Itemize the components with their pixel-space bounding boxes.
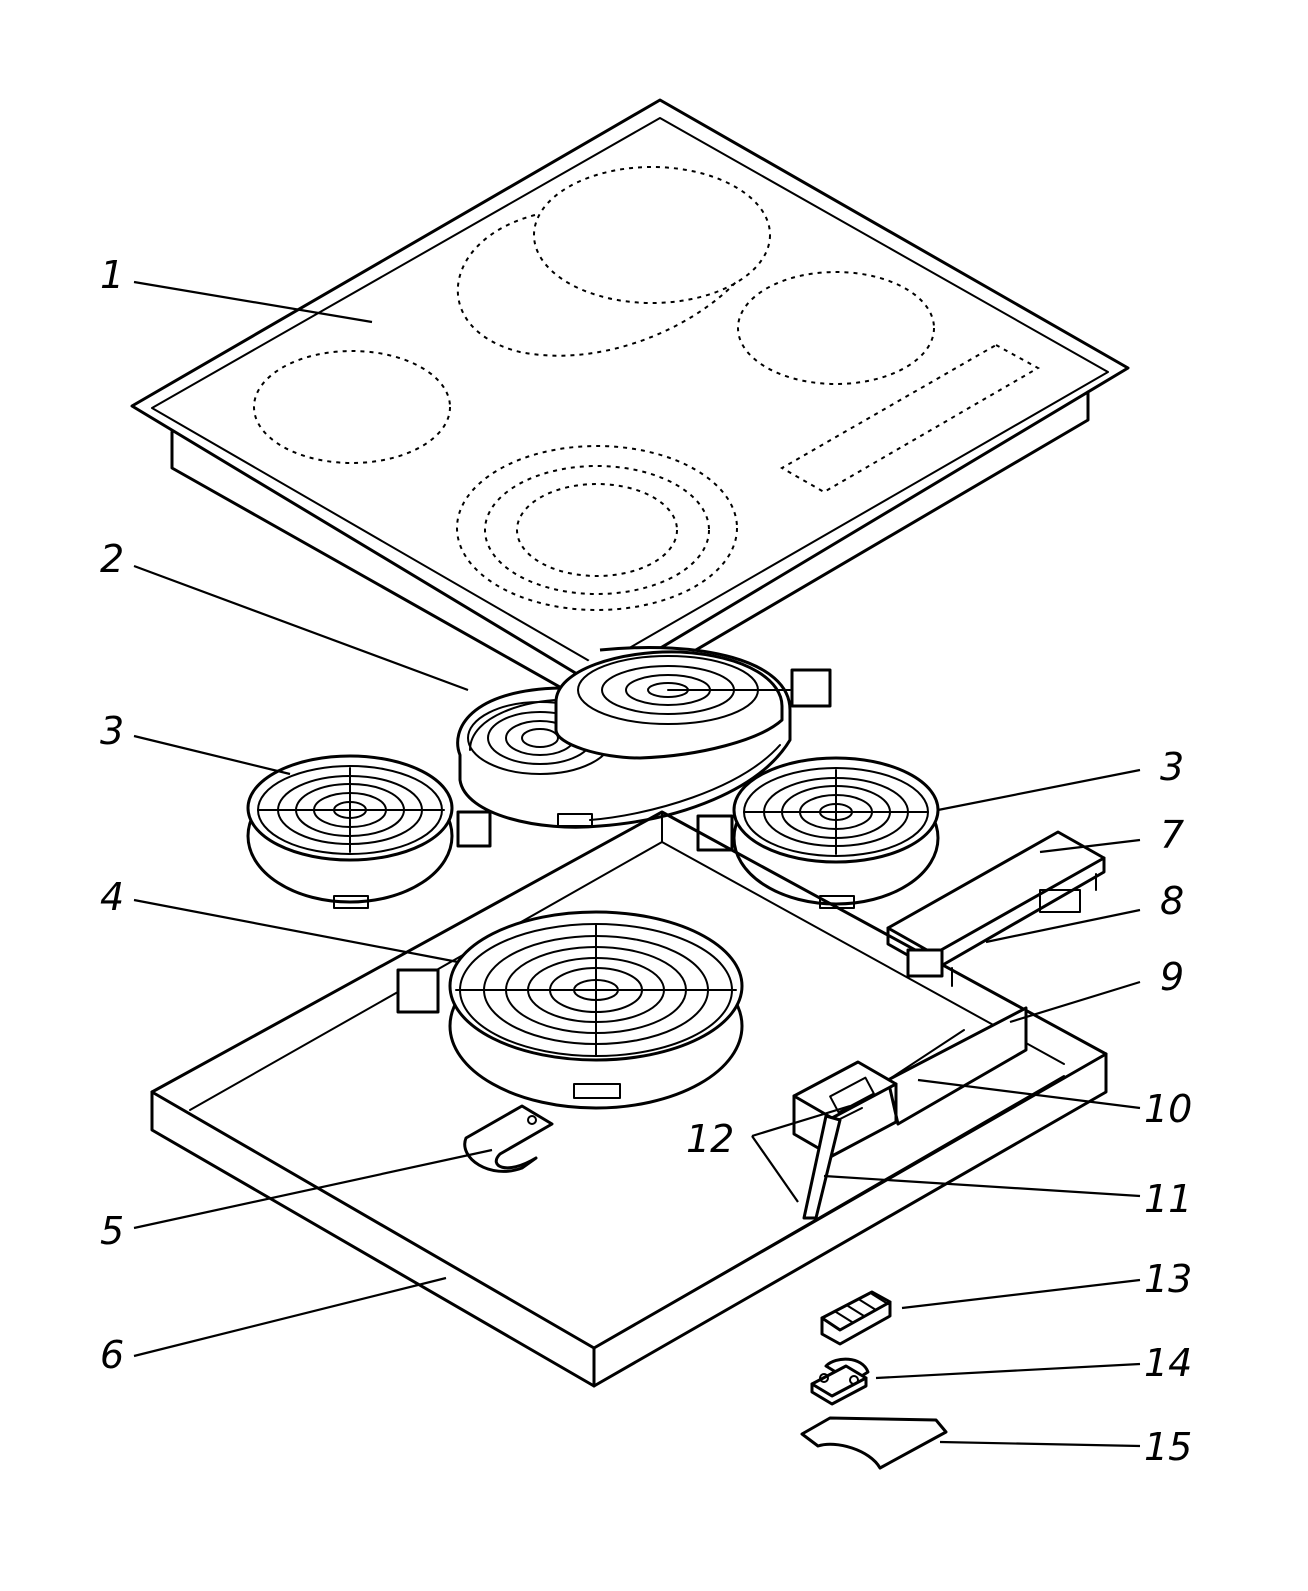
gasket [800,1416,948,1470]
leader-lines [133,280,1141,1448]
label-12: 12 [686,1117,734,1161]
cable-duct-assembly [792,1006,1028,1220]
dual-oval-heating-element [456,646,832,829]
label-14: 14 [1144,1341,1192,1385]
label-2: 2 [100,537,124,581]
label-15: 15 [1144,1425,1192,1469]
label-7: 7 [1160,813,1184,857]
label-11: 11 [1144,1177,1192,1221]
control-area-marking [779,343,1041,494]
control-module [886,830,1106,987]
label-9: 9 [1160,955,1184,999]
label-4: 4 [100,875,124,919]
clip-hole [527,1115,537,1125]
label-1: 1 [100,253,124,297]
zone-marking-front-inner [516,483,678,577]
terminal-block [573,1083,621,1099]
control-component [1039,889,1081,913]
clip [463,1104,554,1173]
large-heating-element [396,910,744,1110]
label-10: 10 [1144,1087,1192,1131]
label-3-left: 3 [100,709,124,753]
terminal-block [557,813,593,827]
connector-block [790,668,832,708]
zone-marking-dual [456,214,737,357]
control-connector [906,948,944,978]
glass-top-plate [130,98,1130,710]
label-6: 6 [100,1333,124,1377]
label-13: 13 [1144,1257,1192,1301]
label-3-right: 3 [1160,745,1184,789]
part-labels: 1 2 3 3 4 7 8 9 10 11 12 5 6 13 14 15 [100,253,1192,1469]
zone-marking-left [253,350,451,464]
terminal-block [333,895,369,909]
label-5: 5 [100,1209,124,1253]
connector-block [456,810,492,848]
zone-marking-front-outer [456,445,738,611]
zone-marking-front-mid [484,465,710,595]
connector-block [396,968,440,1014]
bottom-tray [150,810,1108,1388]
label-8: 8 [1160,879,1184,923]
right-heating-element [696,756,940,909]
left-heating-element [246,754,492,909]
zone-marking-rear-small [533,166,771,304]
terminal-strip [820,1290,892,1346]
thermal-switch [810,1357,870,1406]
zone-marking-right [737,271,935,385]
